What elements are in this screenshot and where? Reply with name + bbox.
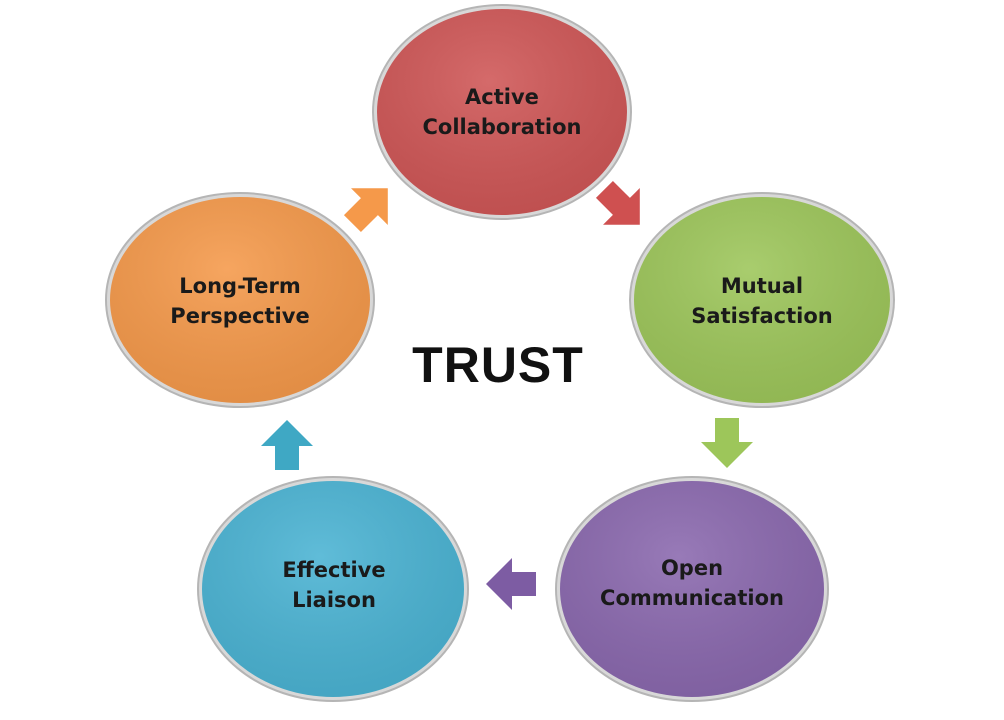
arrow-to-effective-liaison-icon: [486, 558, 536, 610]
arrow-to-active-collaboration-icon: [343, 188, 388, 233]
center-title: TRUST: [412, 337, 584, 393]
node-open-communication: Open Communication: [600, 553, 784, 613]
node-shade-mutual-satisfaction: [634, 197, 890, 403]
node-shade-effective-liaison: [202, 481, 464, 697]
arrow-to-mutual-satisfaction-icon: [595, 180, 640, 225]
node-shade-open-communication: [560, 481, 824, 697]
node-label-line2: Liaison: [292, 588, 376, 612]
node-active-collaboration: Active Collaboration: [422, 82, 581, 142]
node-label-line1: Effective: [282, 558, 386, 582]
node-mutual-satisfaction: Mutual Satisfaction: [691, 271, 832, 331]
node-shade-long-term-perspective: [110, 197, 370, 403]
node-label-line1: Long-Term: [179, 274, 301, 298]
node-label-line2: Satisfaction: [691, 304, 833, 328]
node-label-line2: Communication: [600, 586, 784, 610]
node-label-line1: Mutual: [720, 274, 804, 298]
node-label-line1: Active: [465, 85, 539, 109]
node-effective-liaison: Effective Liaison: [282, 555, 385, 615]
node-label-line2: Collaboration: [422, 115, 582, 139]
node-label-line2: Perspective: [170, 304, 310, 328]
arrow-to-long-term-perspective-icon: [261, 420, 313, 470]
node-long-term-perspective: Long-Term Perspective: [170, 271, 309, 331]
node-label-line1: Open: [660, 556, 724, 580]
arrow-to-open-communication-icon: [701, 418, 753, 468]
node-shade-active-collaboration: [377, 9, 627, 215]
